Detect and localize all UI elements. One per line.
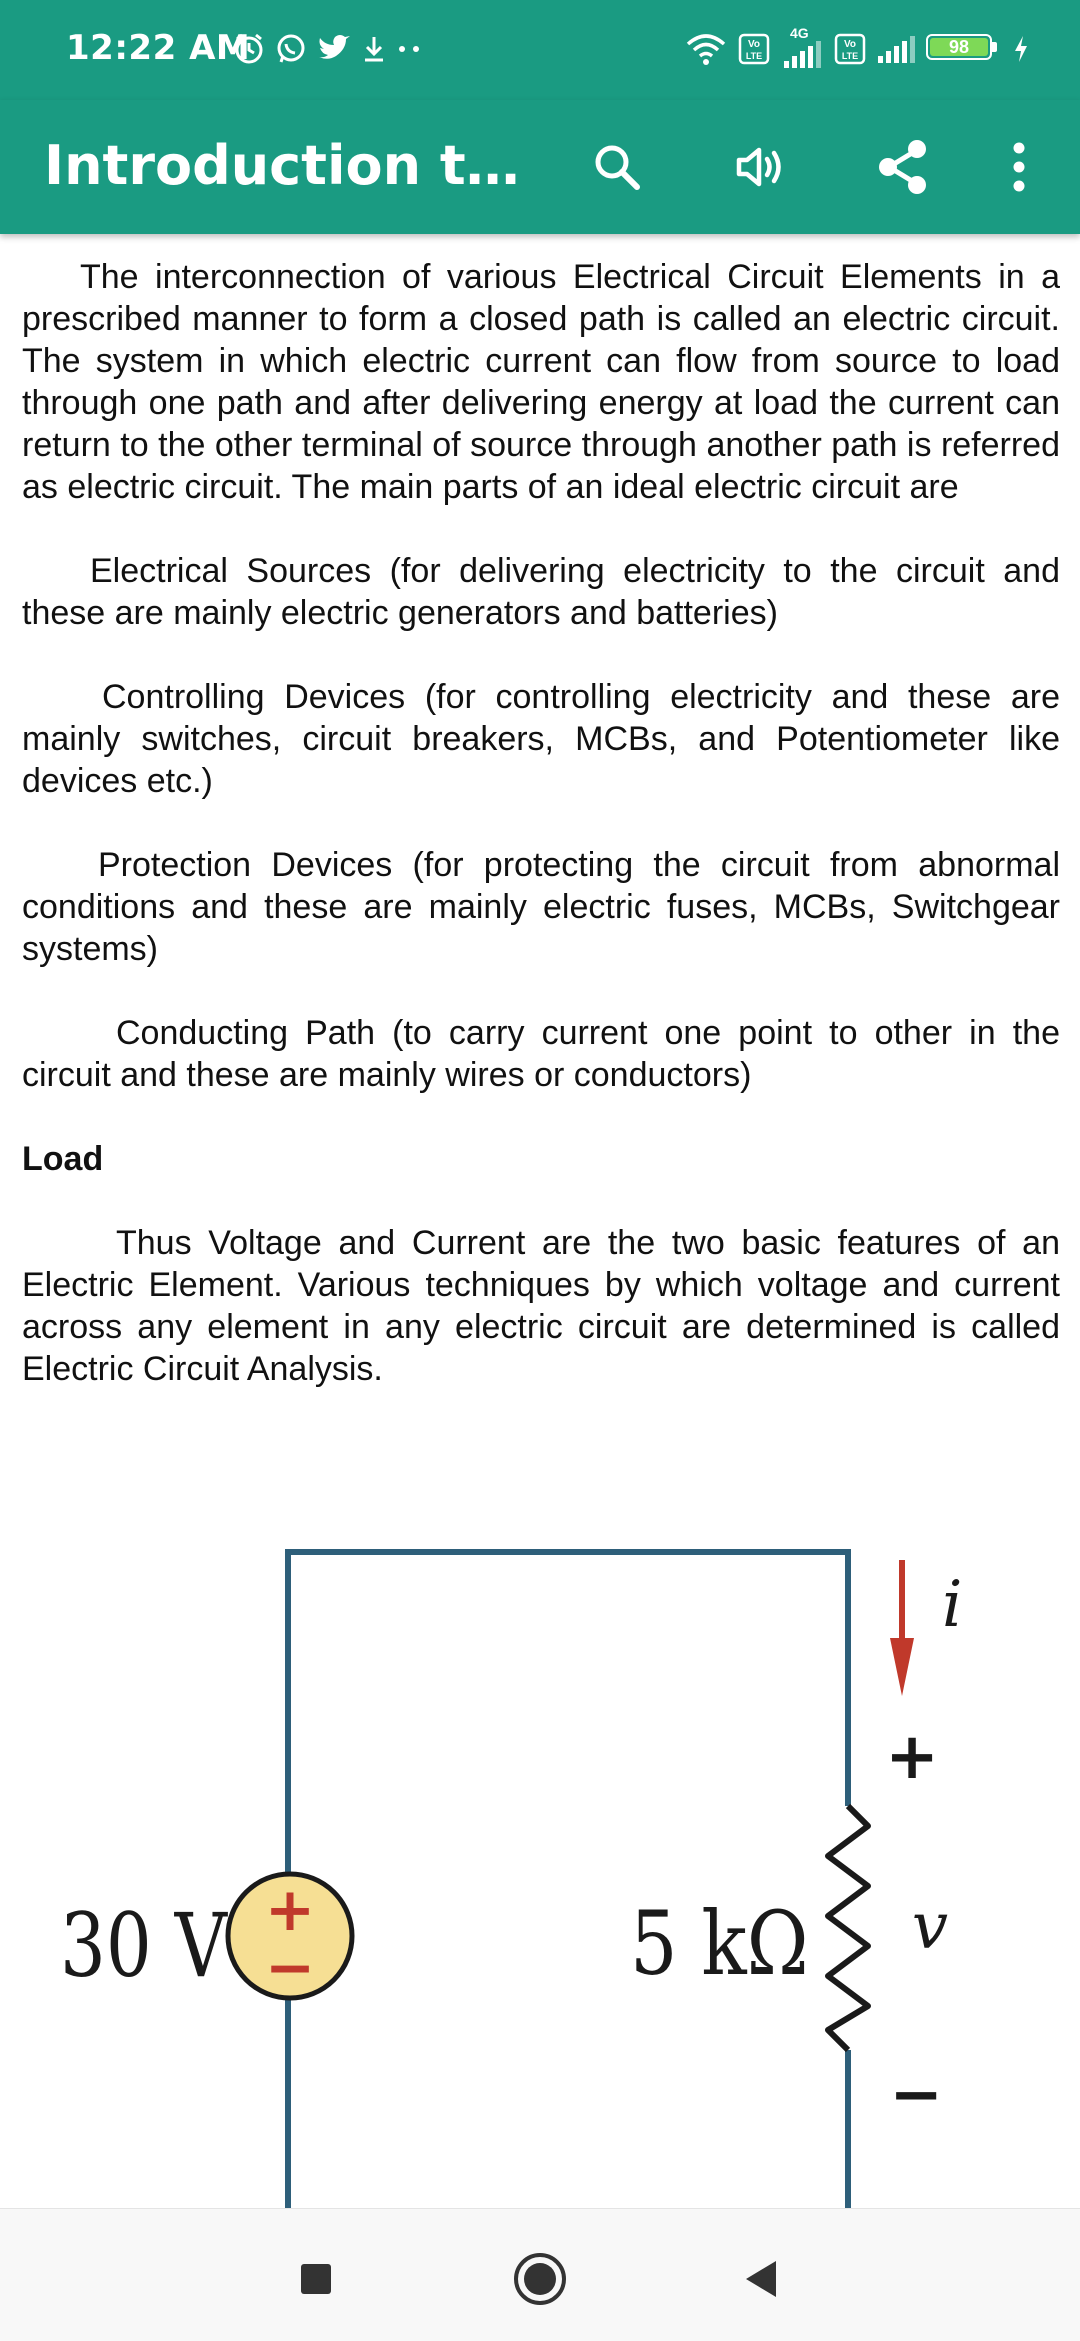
back-icon bbox=[746, 2261, 776, 2297]
svg-text:Vo: Vo bbox=[748, 39, 760, 50]
voltage-source bbox=[225, 1871, 355, 2001]
resistor-symbol bbox=[825, 1803, 871, 2053]
battery-icon: 98 bbox=[926, 34, 1002, 64]
network-type: 4G bbox=[790, 25, 809, 41]
voltage-plus-sign: + bbox=[885, 1720, 939, 1794]
section-heading: Load bbox=[22, 1140, 104, 1178]
share-icon bbox=[879, 140, 926, 194]
wifi-icon bbox=[686, 34, 726, 65]
signal-4g: 4G bbox=[780, 25, 824, 69]
recents-icon bbox=[301, 2264, 331, 2294]
signal-icon bbox=[784, 41, 821, 68]
list-item: Controlling Devices (for controlling ele… bbox=[22, 678, 1060, 800]
intro-paragraph: The interconnection of various Electrica… bbox=[22, 258, 1060, 506]
list-item: Conducting Path (to carry current one po… bbox=[22, 1014, 1060, 1094]
circuit-diagram: + − 30 V 5 kΩ i + v − bbox=[22, 1460, 1060, 2210]
article-content: The interconnection of various Electrica… bbox=[22, 234, 1060, 2208]
circuit-wire bbox=[285, 1549, 851, 2210]
source-voltage-label: 30 V bbox=[60, 1894, 229, 1997]
current-arrowhead bbox=[890, 1638, 914, 1696]
circuit-svg: + − 30 V 5 kΩ i + v − bbox=[60, 1549, 962, 2210]
notification-icons bbox=[232, 26, 422, 72]
read-aloud-button[interactable] bbox=[716, 122, 806, 212]
whatsapp-icon bbox=[277, 34, 305, 63]
resistor-label: 5 kΩ bbox=[630, 1893, 809, 1995]
twitter-icon bbox=[319, 35, 350, 59]
home-button[interactable] bbox=[500, 2239, 580, 2319]
signal-icon bbox=[878, 36, 915, 63]
summary-paragraph: Thus Voltage and Current are the two bas… bbox=[22, 1224, 1060, 1388]
system-icons: Vo LTE 4G Vo LTE bbox=[684, 25, 1030, 72]
speaker-icon bbox=[736, 147, 781, 187]
svg-text:LTE: LTE bbox=[842, 51, 858, 61]
volte-icon: Vo LTE bbox=[834, 33, 866, 65]
current-label: i bbox=[942, 1568, 962, 1642]
search-icon bbox=[595, 145, 640, 190]
alarm-icon bbox=[235, 33, 263, 64]
voltage-label: v bbox=[912, 1890, 948, 1964]
more-dots-icon bbox=[399, 46, 419, 52]
status-time: 12:22 AM bbox=[66, 28, 251, 68]
source-plus-sign: + bbox=[265, 1875, 315, 1945]
home-icon bbox=[514, 2253, 566, 2305]
list-item: Electrical Sources (for delivering elect… bbox=[22, 552, 1060, 632]
source-minus-sign: − bbox=[265, 1933, 315, 2003]
svg-text:Vo: Vo bbox=[844, 39, 856, 50]
page-title: Introduction to ci... bbox=[44, 134, 544, 197]
app-bar: Introduction to ci... bbox=[0, 100, 1080, 234]
overflow-menu-button[interactable] bbox=[974, 122, 1064, 212]
navigation-bar bbox=[0, 2208, 1080, 2341]
list-item: Protection Devices (for protecting the c… bbox=[22, 846, 1060, 968]
overflow-menu-icon bbox=[1013, 142, 1025, 192]
volte-icon: Vo LTE bbox=[738, 33, 770, 65]
recents-button[interactable] bbox=[276, 2239, 356, 2319]
svg-text:LTE: LTE bbox=[746, 51, 762, 61]
search-button[interactable] bbox=[572, 122, 662, 212]
back-button[interactable] bbox=[722, 2239, 802, 2319]
status-bar: 12:22 AM Vo LTE bbox=[0, 0, 1080, 100]
battery-level: 98 bbox=[948, 37, 970, 57]
share-button[interactable] bbox=[858, 122, 948, 212]
charging-icon bbox=[1015, 36, 1027, 62]
voltage-minus-sign: − bbox=[889, 2058, 943, 2132]
download-icon bbox=[365, 37, 383, 62]
